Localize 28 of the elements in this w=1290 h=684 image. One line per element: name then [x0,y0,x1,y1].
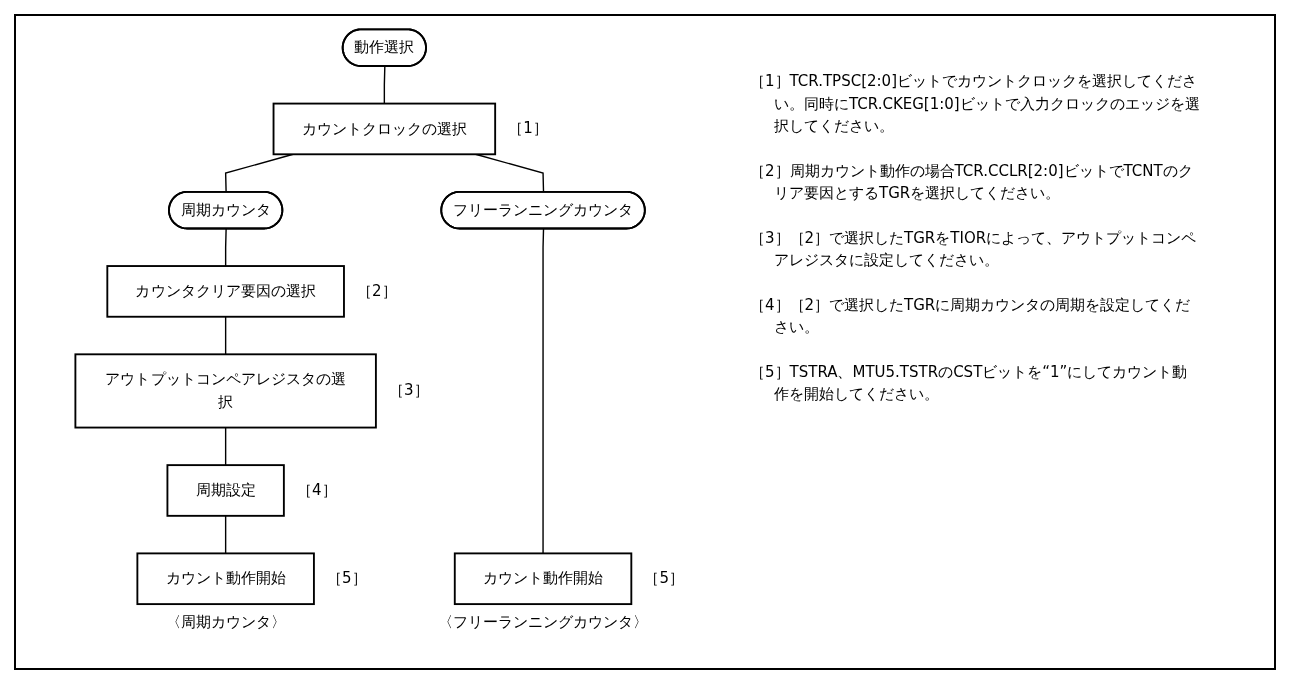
connector-line [542,228,545,555]
caption-text: 〈フリーランニングカウンタ〉 [438,612,649,631]
step-number: ［1］ [508,119,548,138]
connector-line [225,426,227,466]
step-number: ［4］ [297,481,337,499]
process-box: アウトプットコンペアレジスタの選択 [74,353,377,429]
caption-text: 〈周期カウンタ〉 [165,612,286,631]
step-number: ［2］ [357,281,397,300]
connector-line [225,316,227,355]
terminal-node: 周期カウンタ [168,190,284,230]
connector-line [383,65,386,105]
process-box: 周期設定 [166,464,285,517]
process-box: カウント動作開始 [136,552,315,606]
note-text: ［1］TCR.TPSC[2:0]ビットでカウントクロックを選択してください。同時にTCR.CKEG[1:0]ビットで入力クロックのエッジを選択してください。 [750,71,1200,137]
step-number: ［5］ [327,569,367,588]
note-text: ［3］［2］で選択したTGRをTIORによって、アウトプットコンペアレジスタに設定してください。 [750,227,1198,271]
terminal-node: 動作選択 [341,28,427,67]
note-text: ［2］周期カウント動作の場合TCR.CCLR[2:0]ビットでTCNTのクリア要因とするTGRを選択してください。 [750,160,1194,204]
connector-line [225,515,227,555]
note-text: ［4］［2］で選択したTGRに周期カウンタの周期を設定してください。 [750,294,1192,338]
connector-line [225,228,227,267]
step-number: ［3］ [389,381,429,400]
process-box: カウンタクリア要因の選択 [106,265,345,318]
process-box: カウント動作開始 [453,552,633,606]
step-number: ［5］ [644,569,685,588]
terminal-node: フリーランニングカウンタ [440,190,646,230]
note-text: ［5］TSTRA、MTU5.TSTRのCSTビットを“1”にしてカウント動作を開始してください。 [750,361,1189,405]
process-box: カウントクロックの選択 [272,102,497,156]
